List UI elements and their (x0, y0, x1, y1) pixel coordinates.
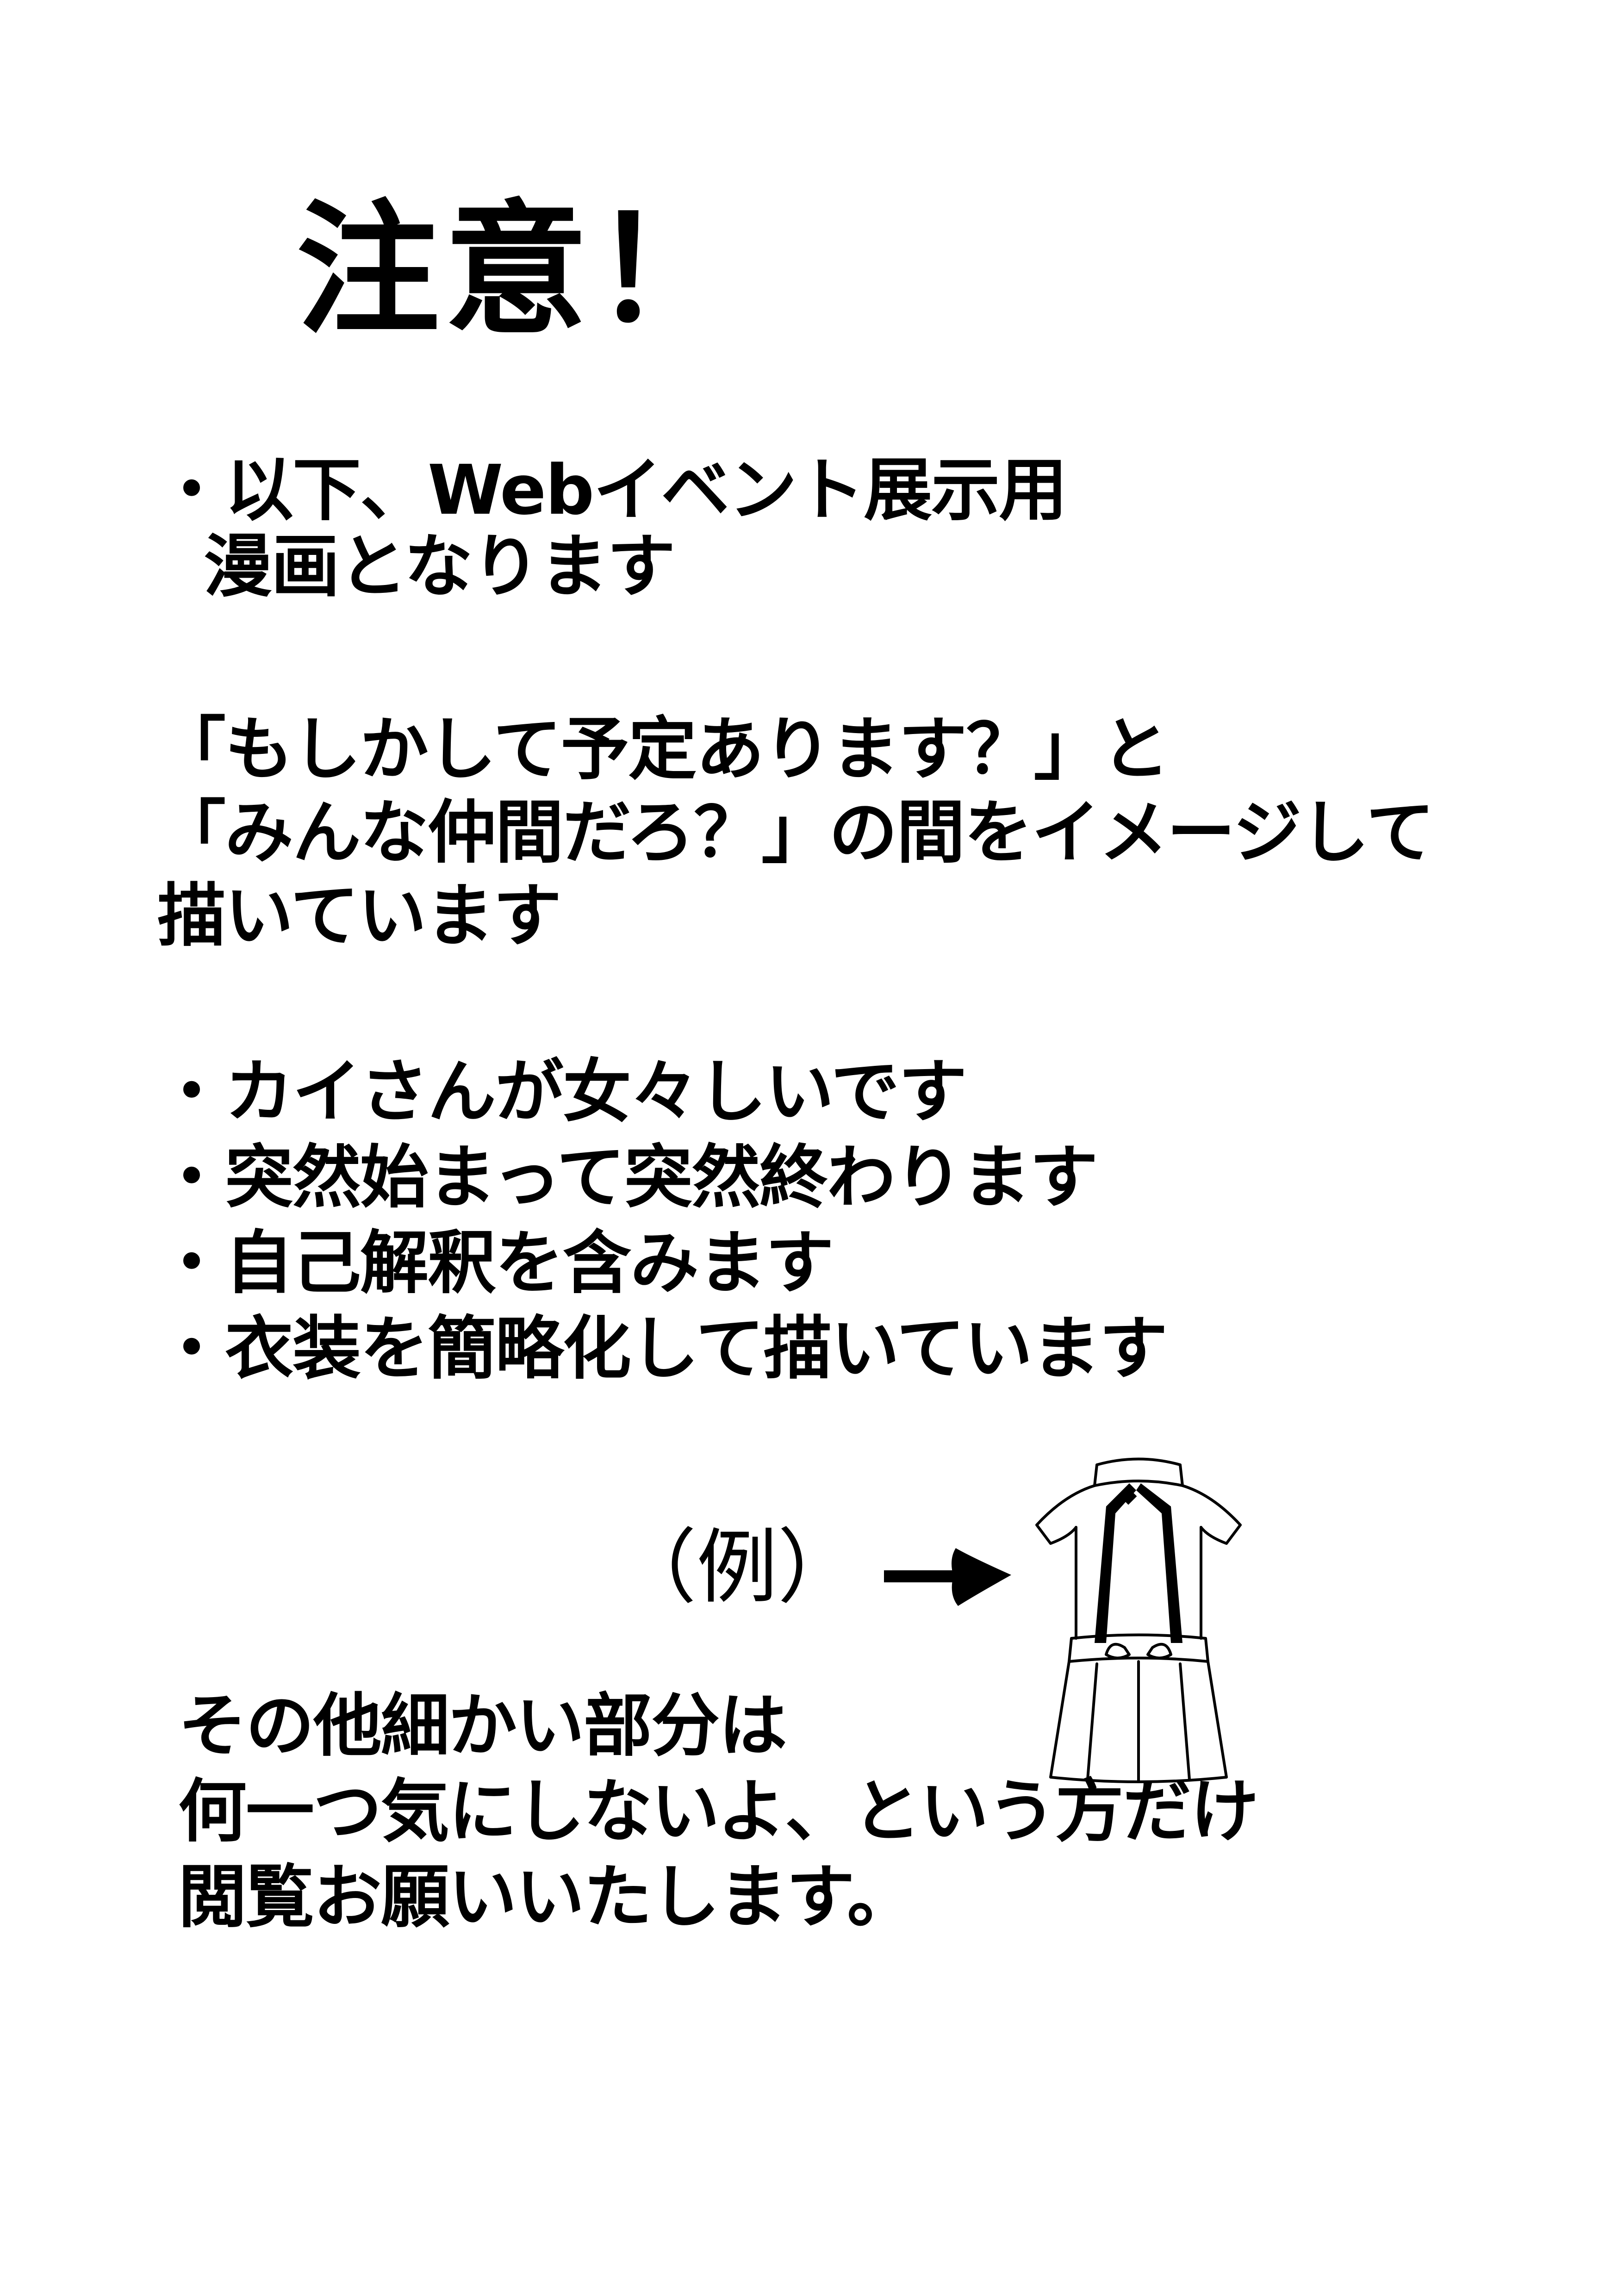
simplified-costume-icon (1035, 1457, 1242, 1783)
notice-line-title-ref-1: 「もしかして予定あります？」と (157, 709, 1170, 789)
page-title: 注意！ (296, 187, 741, 354)
right-arrow-icon (884, 1548, 1011, 1606)
bullet-item: ・自己解釈を含みます (157, 1223, 834, 1303)
closing-line-request: 閲覧お願いいたします。 (178, 1857, 915, 1937)
notice-line-manga: 漫画となります (204, 527, 676, 606)
notice-line-web-event: ・以下、Webイベント展示用 (157, 450, 1067, 530)
bullet-item: ・カイさんが女々しいです (157, 1052, 967, 1132)
notice-line-drawing: 描いています (157, 876, 562, 956)
bullet-item: ・衣装を簡略化して描いています (157, 1309, 1168, 1388)
closing-line-details: その他細かい部分は (178, 1686, 787, 1766)
closing-line-condition: 何一つ気にしないよ、という方だけ (178, 1772, 1259, 1851)
notice-line-title-ref-2: 「みんな仲間だろ？」の間をイメージして (157, 793, 1435, 872)
bullet-item: ・突然始まって突然終わります (157, 1138, 1098, 1217)
example-label: （例） (616, 1521, 859, 1615)
